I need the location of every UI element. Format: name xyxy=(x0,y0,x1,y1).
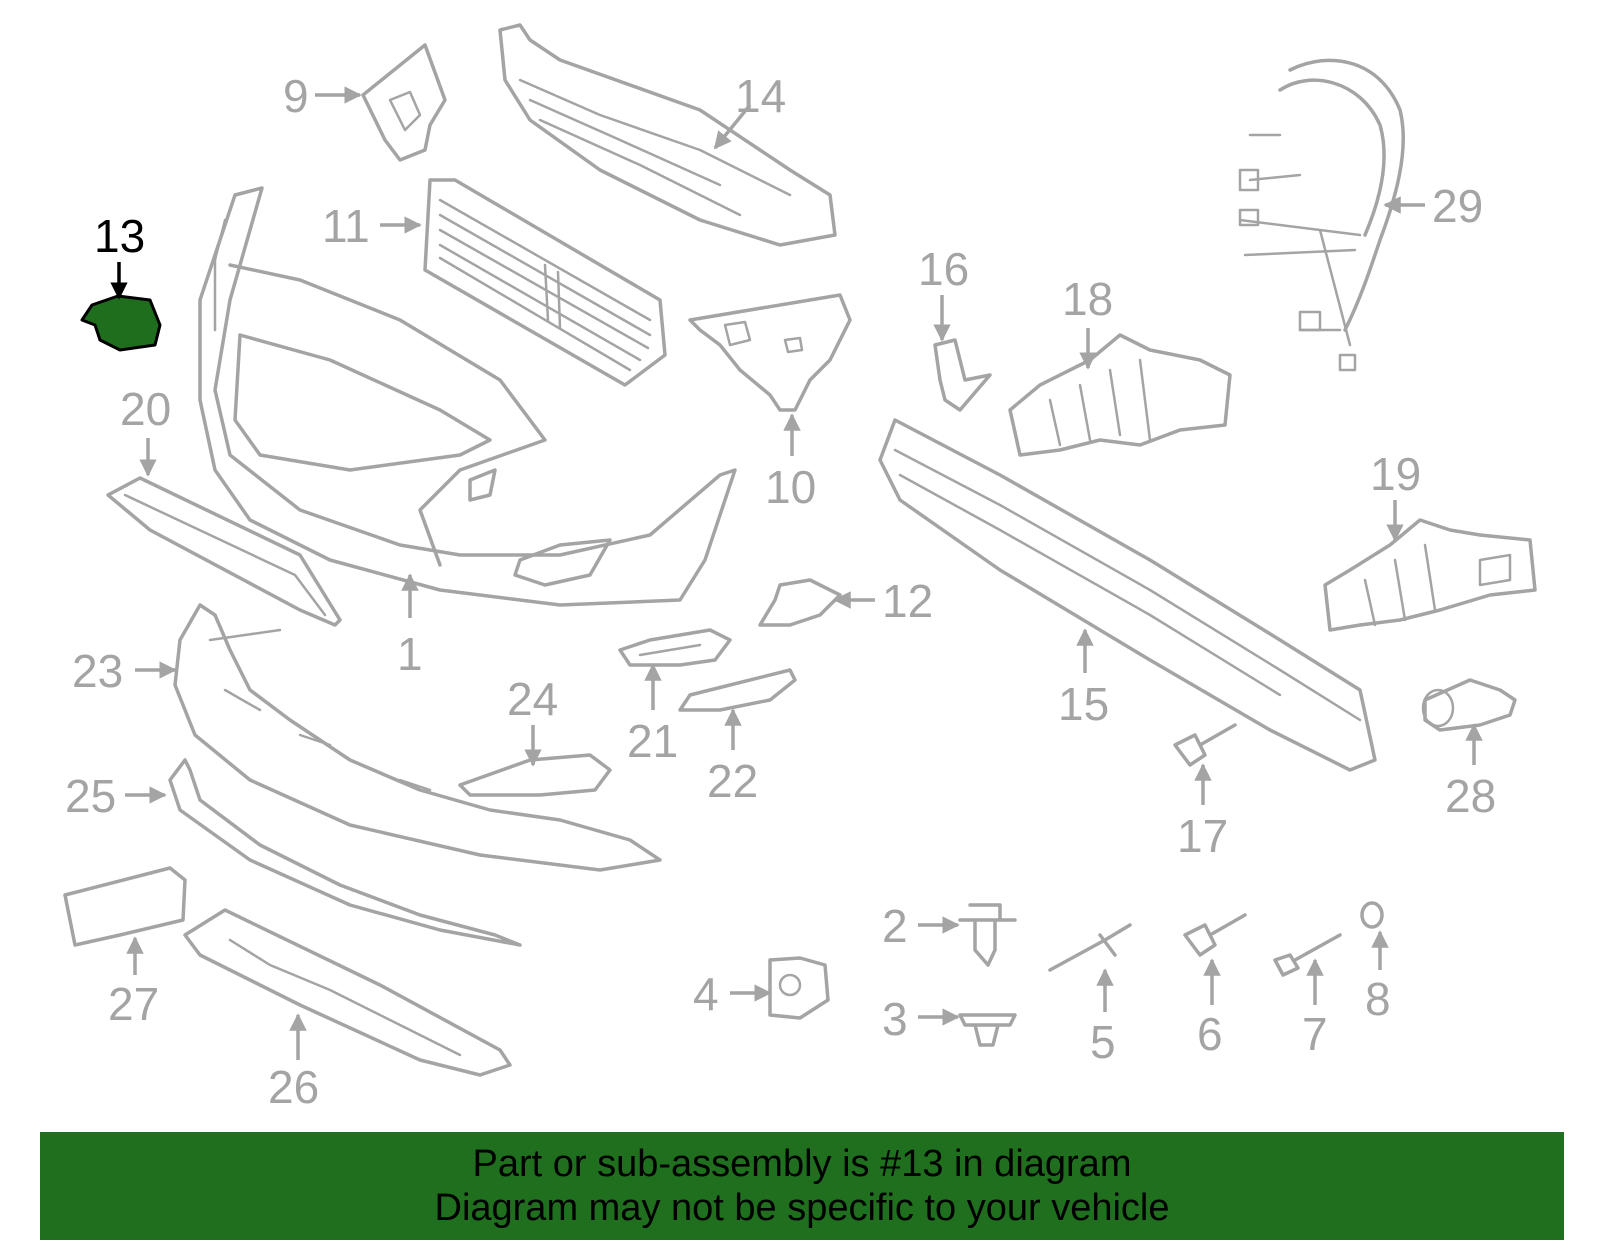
part-22-trim[interactable] xyxy=(678,668,797,712)
callout-labels: 1 2 3 4 5 6 7 8 9 10 11 12 13 14 15 16 1… xyxy=(65,70,1496,1113)
part-29-wiring-harness[interactable] xyxy=(1238,58,1405,372)
callout-4[interactable]: 4 xyxy=(693,968,719,1020)
part-21-trim[interactable] xyxy=(618,628,732,667)
callout-2[interactable]: 2 xyxy=(882,900,908,952)
callout-22[interactable]: 22 xyxy=(707,755,758,807)
callout-16[interactable]: 16 xyxy=(918,243,969,295)
part-7-bolt[interactable] xyxy=(1273,933,1342,977)
part-27-plate[interactable] xyxy=(63,866,187,947)
callout-5[interactable]: 5 xyxy=(1090,1016,1116,1068)
part-11-grille[interactable] xyxy=(423,178,667,387)
part-15-reinforcement-beam[interactable] xyxy=(878,418,1377,772)
callout-27[interactable]: 27 xyxy=(108,978,159,1030)
callout-arrows xyxy=(110,86,1483,1060)
part-1-bumper-cover[interactable] xyxy=(198,186,737,607)
part-24-bracket[interactable] xyxy=(458,753,612,797)
part-9-bracket[interactable] xyxy=(361,43,447,162)
callout-14[interactable]: 14 xyxy=(735,70,786,122)
part-18-crash-box[interactable] xyxy=(1008,333,1232,457)
callout-17[interactable]: 17 xyxy=(1177,810,1228,862)
part-12-cover[interactable] xyxy=(758,578,842,627)
part-13-highlighted-cover[interactable] xyxy=(80,294,162,352)
callout-7[interactable]: 7 xyxy=(1302,1008,1328,1060)
callout-19[interactable]: 19 xyxy=(1370,448,1421,500)
banner-line-1: Part or sub-assembly is #13 in diagram xyxy=(472,1143,1132,1185)
part-25-lower-trim[interactable] xyxy=(168,758,522,947)
part-26-under-shield[interactable] xyxy=(183,908,512,1077)
info-banner: Part or sub-assembly is #13 in diagram D… xyxy=(40,1132,1564,1240)
callout-28[interactable]: 28 xyxy=(1445,770,1496,822)
banner-line-2: Diagram may not be specific to your vehi… xyxy=(434,1187,1170,1229)
callout-8[interactable]: 8 xyxy=(1365,973,1391,1025)
callout-12[interactable]: 12 xyxy=(882,575,933,627)
part-20-strip[interactable] xyxy=(106,476,342,627)
callout-15[interactable]: 15 xyxy=(1058,678,1109,730)
part-3-clip[interactable] xyxy=(958,1013,1017,1047)
callout-11[interactable]: 11 xyxy=(322,200,370,252)
callout-29[interactable]: 29 xyxy=(1432,180,1483,232)
part-8-washer[interactable] xyxy=(1360,901,1384,929)
callout-18[interactable]: 18 xyxy=(1062,273,1113,325)
part-2-clip[interactable] xyxy=(958,903,1017,967)
callout-21[interactable]: 21 xyxy=(627,715,678,767)
callout-13[interactable]: 13 xyxy=(94,210,145,262)
callout-9[interactable]: 9 xyxy=(283,70,309,122)
part-4-bracket[interactable] xyxy=(768,956,830,1020)
callout-26[interactable]: 26 xyxy=(268,1061,319,1113)
part-16-bracket[interactable] xyxy=(933,338,992,412)
part-6-bolt[interactable] xyxy=(1183,913,1247,957)
callout-23[interactable]: 23 xyxy=(72,645,123,697)
part-19-crash-box[interactable] xyxy=(1323,518,1537,632)
parts-diagram: 1 2 3 4 5 6 7 8 9 10 11 12 13 14 15 16 1… xyxy=(63,23,1537,1113)
callout-10[interactable]: 10 xyxy=(765,461,816,513)
part-10-bracket[interactable] xyxy=(688,293,852,412)
part-17-bolt[interactable] xyxy=(1173,723,1237,767)
callout-1[interactable]: 1 xyxy=(397,628,423,680)
callout-20[interactable]: 20 xyxy=(120,383,171,435)
part-28-sensor[interactable] xyxy=(1421,678,1517,732)
callout-24[interactable]: 24 xyxy=(507,673,558,725)
callout-6[interactable]: 6 xyxy=(1197,1008,1223,1060)
part-5-screw[interactable] xyxy=(1048,923,1132,972)
callout-25[interactable]: 25 xyxy=(65,770,116,822)
callout-3[interactable]: 3 xyxy=(882,993,908,1045)
part-23-lower-grille[interactable] xyxy=(173,603,662,872)
part-14-upper-absorber[interactable] xyxy=(498,23,837,247)
